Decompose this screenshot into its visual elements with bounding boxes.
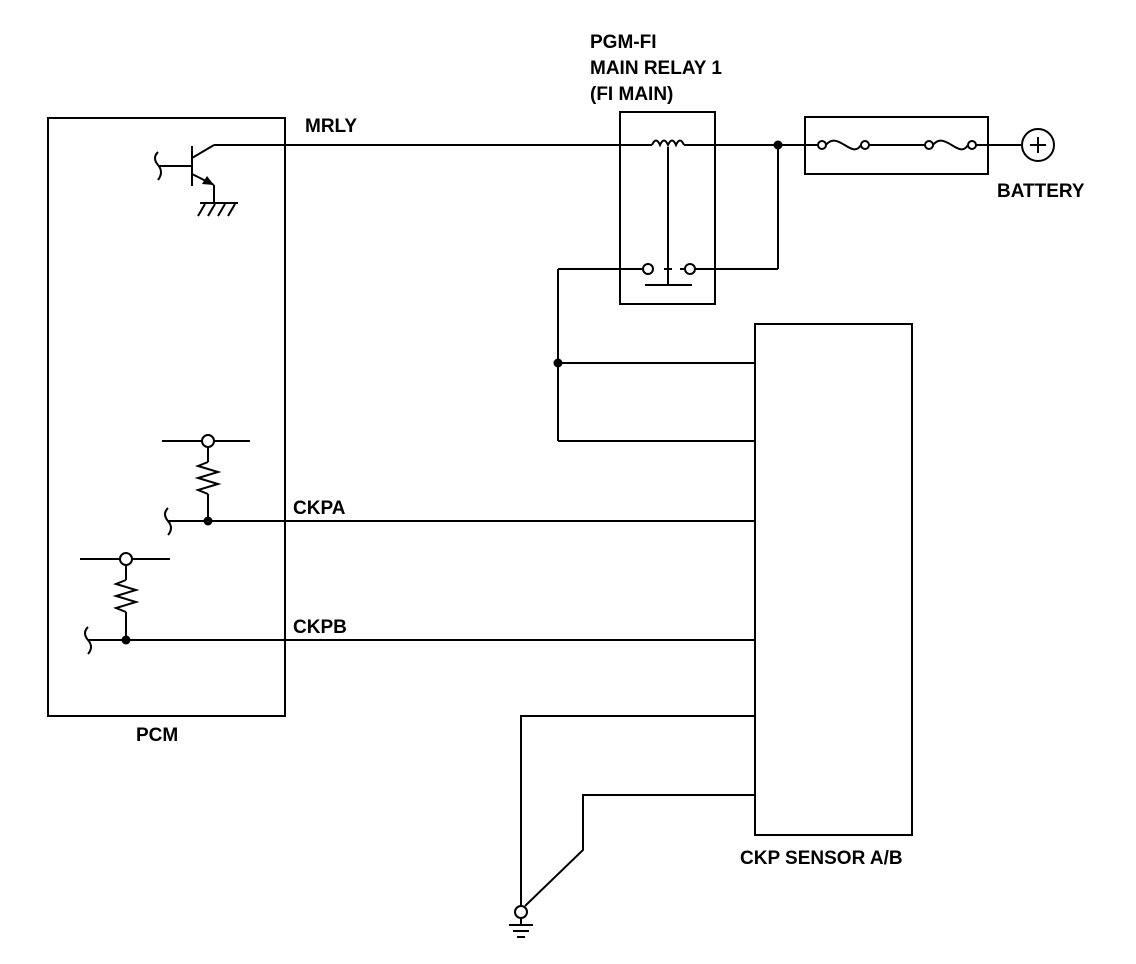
relay-title-line3: (FI MAIN) bbox=[590, 84, 673, 105]
pcm-label: PCM bbox=[136, 725, 178, 746]
junction-dot bbox=[553, 358, 563, 368]
relay-contact-left bbox=[642, 263, 654, 275]
ckp-sensor-box bbox=[754, 323, 913, 836]
ckpa-label: CKPA bbox=[293, 498, 346, 519]
ground-wire-2 bbox=[524, 794, 755, 907]
chassis-ground-icon bbox=[197, 202, 238, 217]
pcm-transistor bbox=[154, 144, 215, 203]
ckpa-pullup bbox=[162, 434, 250, 536]
ground-wire-1 bbox=[520, 715, 755, 906]
relay-title-line1: PGM-FI bbox=[590, 32, 657, 53]
sensor-label: CKP SENSOR A/B bbox=[740, 848, 903, 869]
mrly-label: MRLY bbox=[305, 116, 357, 137]
fuse-icon bbox=[805, 139, 988, 151]
ckpb-pullup bbox=[80, 552, 170, 655]
plus-circle-icon bbox=[1021, 128, 1055, 162]
pcm-box bbox=[47, 117, 286, 717]
battery-label: BATTERY bbox=[997, 181, 1085, 202]
relay-coil bbox=[651, 139, 778, 148]
ground-icon bbox=[509, 905, 533, 938]
ckpb-label: CKPB bbox=[293, 617, 347, 638]
relay-title-line2: MAIN RELAY 1 bbox=[590, 58, 722, 79]
relay-box bbox=[619, 111, 716, 305]
relay-contact-right bbox=[684, 263, 696, 275]
